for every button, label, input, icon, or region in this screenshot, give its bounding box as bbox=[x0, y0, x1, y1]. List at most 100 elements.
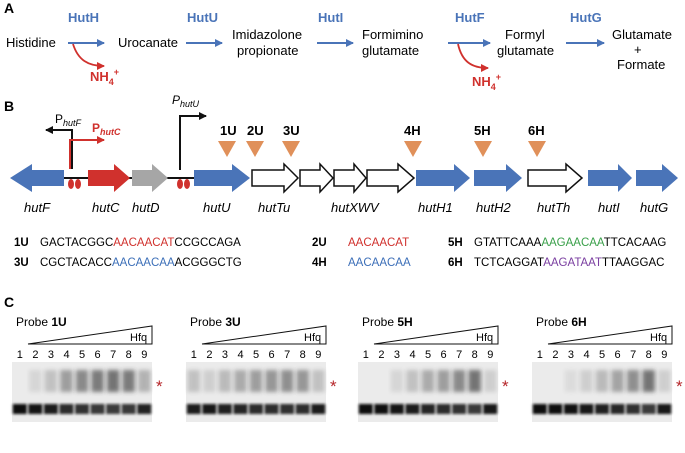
gel-free-band bbox=[436, 404, 451, 414]
panel-a: A Histidine Urocanate Imidazolone propio… bbox=[4, 0, 672, 92]
promoter-hutf-arrow bbox=[45, 126, 73, 169]
seq-4h-label: 4H bbox=[312, 257, 327, 269]
gel-free-band bbox=[421, 404, 435, 414]
gel-lane-number: 5 bbox=[253, 349, 259, 361]
seq-5h-label: 5H bbox=[448, 237, 463, 249]
gel-lane-number: 1 bbox=[17, 349, 23, 361]
gene-huti-arrow bbox=[588, 164, 632, 192]
seq-6h-label: 6H bbox=[448, 257, 463, 269]
gene-hutx-arrow bbox=[299, 162, 335, 194]
gel-lane-number: 4 bbox=[409, 349, 415, 361]
gel-probe-label: Probe 5H bbox=[362, 315, 413, 329]
gel-free-band bbox=[28, 404, 43, 414]
gel-lane-number: 7 bbox=[110, 349, 116, 361]
seq-2u: AACAACAT bbox=[348, 237, 409, 249]
seq-6h: TCTCAGGATAAGATAATTTAAGGAC bbox=[474, 257, 664, 269]
gel-free-band bbox=[295, 404, 310, 414]
rbs-hutf-1 bbox=[68, 179, 74, 189]
gel-gradient-wedge bbox=[547, 325, 673, 345]
gel-lane-number: 9 bbox=[661, 349, 667, 361]
gel-free-band bbox=[202, 404, 217, 414]
gel-shifted-band bbox=[122, 370, 135, 392]
site-1u-marker bbox=[218, 141, 236, 157]
seq-3u-label: 3U bbox=[14, 257, 29, 269]
gel-shifted-band bbox=[658, 370, 671, 392]
gel-hfq-label: Hfq bbox=[650, 332, 667, 344]
gene-label-hutth: hutTh bbox=[537, 200, 570, 215]
gel-free-band bbox=[626, 404, 641, 414]
gene-label-huth2: hutH2 bbox=[476, 200, 511, 215]
gel-free-band bbox=[389, 404, 404, 414]
gel-free-band bbox=[75, 404, 89, 414]
enzyme-hutf: HutF bbox=[455, 10, 485, 25]
panel-a-label: A bbox=[4, 0, 14, 16]
gel-shifted-band bbox=[421, 370, 435, 392]
gel-free-band bbox=[186, 404, 201, 414]
site-1u-label: 1U bbox=[220, 123, 237, 138]
site-6h-marker bbox=[528, 141, 546, 157]
metabolite-plus: + bbox=[634, 42, 642, 57]
ammonia-arrow-2 bbox=[457, 43, 489, 72]
gel-shifted-band bbox=[437, 370, 450, 392]
metabolite-histidine: Histidine bbox=[6, 35, 56, 50]
gel-free-band bbox=[137, 404, 152, 414]
gel-free-band bbox=[657, 404, 672, 414]
gel-free-band bbox=[641, 404, 656, 414]
gel-lane-number: 6 bbox=[95, 349, 101, 361]
gel-lane-number: 4 bbox=[583, 349, 589, 361]
gel-shifted-band bbox=[75, 370, 89, 392]
gel-lane-number: 2 bbox=[378, 349, 384, 361]
gel-lane-number: 7 bbox=[630, 349, 636, 361]
gel-free-band bbox=[280, 404, 295, 414]
gel-shifted-band bbox=[468, 370, 481, 392]
gel-hfq-label: Hfq bbox=[476, 332, 493, 344]
gel-free-band bbox=[43, 404, 58, 414]
gel-free-band bbox=[358, 404, 373, 414]
seq-2u-label: 2U bbox=[312, 237, 327, 249]
promoter-hutf-label: PhutF bbox=[55, 112, 82, 128]
site-4h-marker bbox=[404, 141, 422, 157]
gel-hfq-label: Hfq bbox=[130, 332, 147, 344]
gel-gradient-wedge bbox=[373, 325, 499, 345]
gel-free-band bbox=[249, 404, 263, 414]
metabolite-urocanate: Urocanate bbox=[118, 35, 178, 50]
gel-shifted-band bbox=[611, 370, 624, 392]
gel-free-band bbox=[217, 404, 232, 414]
rbs-hutf-2 bbox=[75, 179, 81, 189]
enzyme-huth: HutH bbox=[68, 10, 99, 25]
ammonia-arrow-1 bbox=[72, 43, 105, 70]
gel-lane-number: 4 bbox=[237, 349, 243, 361]
gel-lane-number: 5 bbox=[79, 349, 85, 361]
gel-shifted-band bbox=[642, 370, 655, 392]
metabolite-formimino-glutamate: glutamate bbox=[362, 43, 419, 58]
panel-b: B PhutF PhutC PhutU bbox=[4, 93, 678, 269]
site-2u-marker bbox=[246, 141, 264, 157]
gel-lane-number: 3 bbox=[48, 349, 54, 361]
gel-shifted-band bbox=[138, 370, 151, 392]
gene-hutg-arrow bbox=[636, 164, 678, 192]
gene-huttu-arrow bbox=[251, 162, 300, 194]
site-2u-label: 2U bbox=[247, 123, 264, 138]
gene-label-huttu: hutTu bbox=[258, 200, 290, 215]
promoter-hutc-arrow bbox=[69, 136, 105, 169]
gene-label-hutg: hutG bbox=[640, 200, 668, 215]
gene-hutw-arrow bbox=[333, 161, 367, 195]
gel-shifted-band bbox=[91, 370, 104, 392]
gene-label-huth1: hutH1 bbox=[418, 200, 453, 215]
promoter-hutu-arrow bbox=[179, 112, 207, 170]
panel-b-label: B bbox=[4, 98, 14, 114]
gel-lane-number: 9 bbox=[487, 349, 493, 361]
metabolite-formate: Formate bbox=[617, 57, 665, 72]
gene-label-hutd: hutD bbox=[132, 200, 159, 215]
gel-lane-number: 6 bbox=[441, 349, 447, 361]
panel-c-label: C bbox=[4, 294, 14, 310]
gel-free-band bbox=[579, 404, 594, 414]
rbs-hutu-1 bbox=[177, 179, 183, 189]
gel-shifted-band bbox=[234, 370, 247, 392]
enzyme-hutu: HutU bbox=[187, 10, 218, 25]
